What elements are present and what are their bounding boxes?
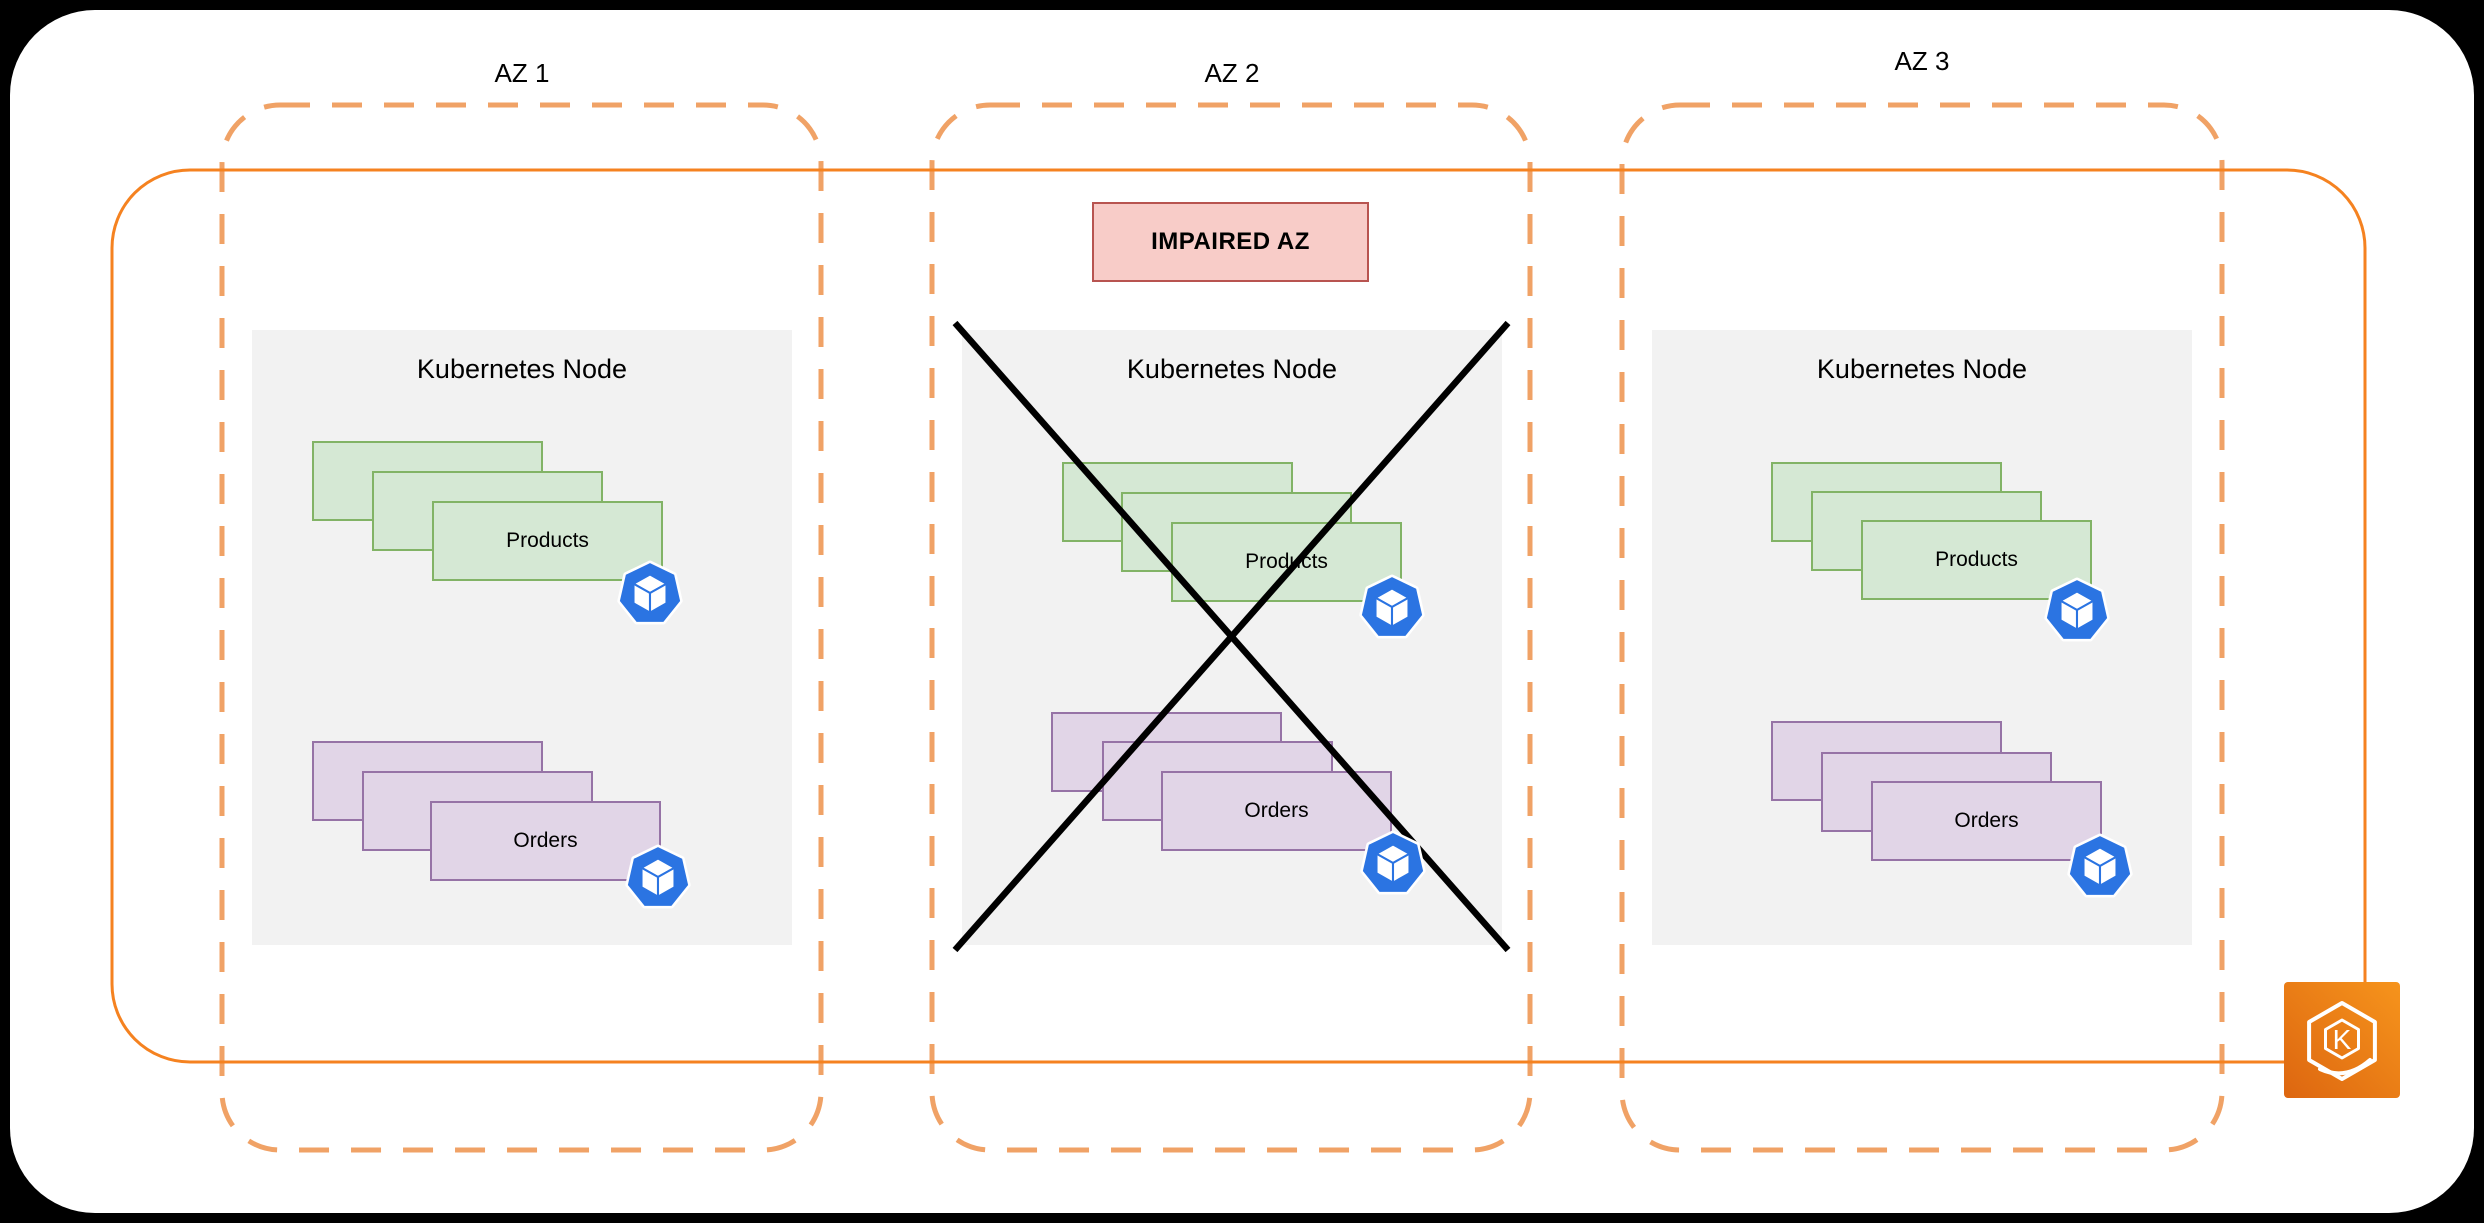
kubernetes-pod-icon — [625, 844, 691, 909]
products-card: Products — [1861, 520, 2092, 600]
kubernetes-pod-icon — [2044, 577, 2110, 642]
orders-card: Orders — [1161, 771, 1392, 851]
eks-inner-hexagon — [2324, 1018, 2360, 1060]
eks-hexagon-outline — [2307, 1001, 2377, 1081]
eks-icon-background — [2284, 982, 2400, 1098]
impaired-az-badge: IMPAIRED AZ — [1092, 202, 1369, 282]
products-label: Products — [506, 529, 589, 552]
eks-swoosh — [2318, 1058, 2372, 1076]
products-label: Products — [1245, 550, 1328, 573]
orders-label: Orders — [513, 829, 578, 852]
node-title: Kubernetes Node — [416, 354, 628, 384]
kubernetes-pod-icon — [2067, 833, 2133, 898]
kubernetes-pod-icon — [1359, 574, 1425, 639]
orders-label: Orders — [1244, 799, 1309, 822]
az1-label: AZ 1 — [494, 58, 550, 88]
eks-letter: K — [2333, 1024, 2352, 1055]
orders-label: Orders — [1954, 809, 2019, 832]
node-title: Kubernetes Node — [1816, 354, 2028, 384]
az3-label: AZ 3 — [1894, 46, 1950, 76]
eks-icon: K — [2284, 982, 2400, 1098]
products-card: Products — [432, 501, 663, 581]
kubernetes-pod-icon — [1360, 830, 1426, 895]
kubernetes-pod-icon — [617, 560, 683, 625]
node-title: Kubernetes Node — [1126, 354, 1338, 384]
products-label: Products — [1935, 548, 2018, 571]
az2-label: AZ 2 — [1204, 58, 1260, 88]
orders-card: Orders — [1871, 781, 2102, 861]
kubernetes-node-az1: Kubernetes Node Products Orders — [252, 330, 792, 945]
orders-card: Orders — [430, 801, 661, 881]
